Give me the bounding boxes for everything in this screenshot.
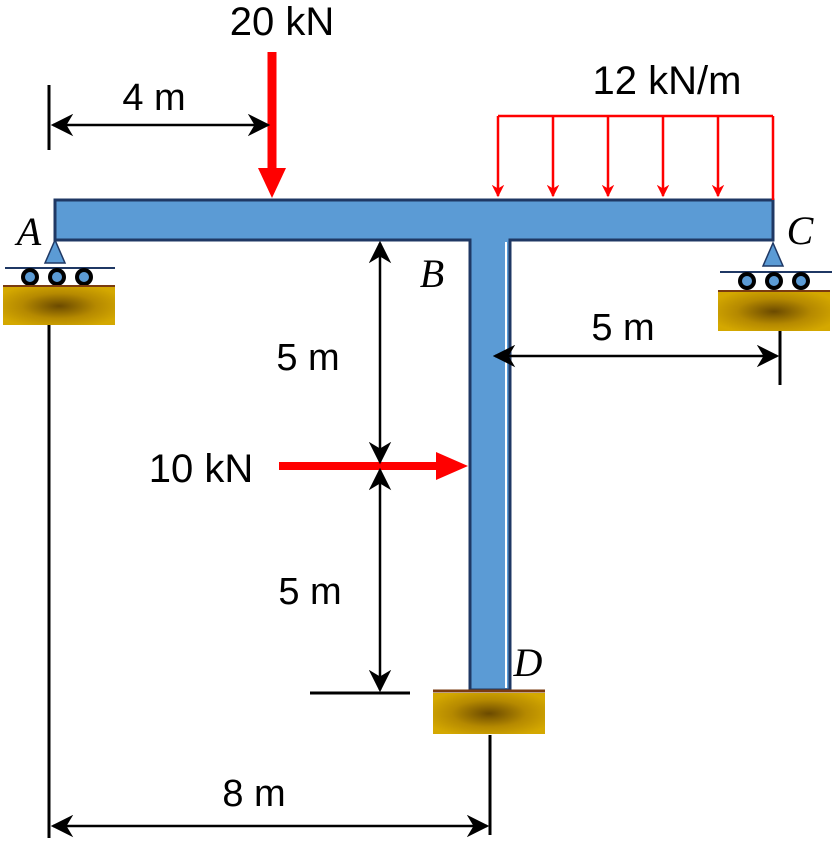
support-c-roller bbox=[792, 272, 810, 290]
support-c-block bbox=[718, 292, 830, 331]
label-dim-b-to-c: 5 m bbox=[591, 307, 654, 349]
support-c-triangle bbox=[761, 241, 785, 267]
label-distributed-load: 12 kN/m bbox=[593, 59, 742, 103]
roller-support-a bbox=[3, 238, 115, 325]
label-dim-b-to-side-load: 5 m bbox=[276, 337, 339, 379]
frame-member bbox=[53, 198, 775, 692]
support-a-block bbox=[3, 287, 115, 325]
label-dim-a-to-d: 8 m bbox=[222, 773, 285, 815]
point-label-d: D bbox=[513, 640, 543, 685]
fixed-support-d bbox=[433, 689, 545, 734]
point-label-b: B bbox=[420, 251, 444, 296]
reference-lines bbox=[47, 85, 782, 838]
point-label-c: C bbox=[787, 208, 815, 253]
distributed-load bbox=[491, 114, 775, 200]
point-load-vertical bbox=[258, 52, 286, 198]
support-a-roller bbox=[48, 268, 66, 286]
support-c-roller bbox=[738, 272, 756, 290]
support-c-roller bbox=[765, 272, 783, 290]
dimension-arrows bbox=[50, 113, 780, 838]
point-label-a: A bbox=[14, 209, 42, 254]
support-d-block bbox=[433, 693, 545, 734]
support-a-roller bbox=[75, 268, 93, 286]
support-a-roller bbox=[21, 268, 39, 286]
label-dim-side-load-to-d: 5 m bbox=[278, 571, 341, 613]
point-load-horizontal bbox=[279, 452, 468, 480]
label-point-load-top: 20 kN bbox=[230, 0, 335, 44]
label-dim-a-to-load: 4 m bbox=[122, 77, 185, 119]
load-arrow-head bbox=[258, 168, 286, 198]
support-a-triangle bbox=[43, 238, 67, 264]
label-point-load-side: 10 kN bbox=[149, 447, 254, 491]
roller-support-c bbox=[718, 241, 832, 331]
side-load-head bbox=[436, 452, 468, 480]
frame-body bbox=[53, 198, 775, 692]
